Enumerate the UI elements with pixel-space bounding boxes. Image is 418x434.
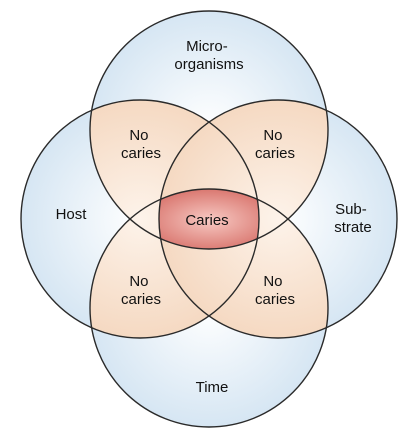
label-top-right-line1: No [263, 127, 282, 144]
label-microorganisms: Micro- organisms [174, 38, 243, 73]
label-top-left-no-caries: No caries [121, 127, 161, 162]
label-bottom-right-line1: No [263, 273, 282, 290]
label-top-right-line2: caries [255, 145, 295, 162]
label-substrate-line2: strate [334, 219, 372, 236]
label-top-left-line2: caries [121, 145, 161, 162]
label-bottom-left-line2: caries [121, 291, 161, 308]
center-caries-region [159, 189, 259, 249]
label-top-right-no-caries: No caries [255, 127, 295, 162]
label-time: Time [196, 379, 229, 396]
label-microorganisms-line2: organisms [174, 56, 243, 73]
label-bottom-right-no-caries: No caries [255, 273, 295, 308]
overlap-bottom-right [159, 189, 328, 338]
label-top-left-line1: No [129, 127, 148, 144]
label-substrate-line1: Sub- [335, 201, 367, 218]
label-bottom-left-line1: No [129, 273, 148, 290]
outline-time [89, 188, 329, 428]
label-bottom-left-no-caries: No caries [121, 273, 161, 308]
outline-host [20, 99, 260, 339]
label-caries: Caries [185, 212, 228, 229]
label-bottom-right-line2: caries [255, 291, 295, 308]
outline-microorganisms [89, 10, 329, 250]
label-host: Host [56, 206, 88, 223]
label-microorganisms-line1: Micro- [186, 38, 228, 55]
label-substrate: Sub- strate [334, 201, 372, 236]
outline-substrate [158, 99, 398, 339]
